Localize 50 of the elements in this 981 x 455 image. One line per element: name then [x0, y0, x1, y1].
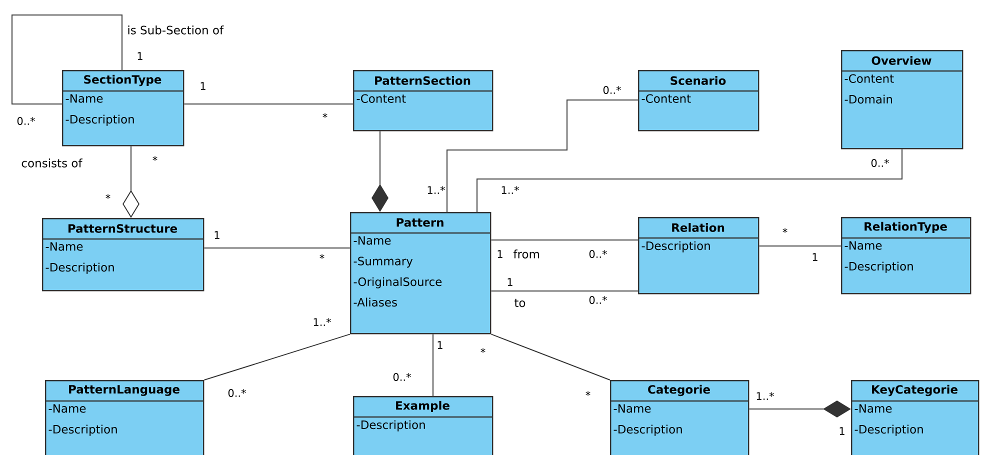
edge-label: to — [513, 298, 527, 308]
multiplicity-label: 0..* — [17, 117, 35, 125]
multiplicity-label: 1 — [498, 250, 502, 258]
multiplicity-label: 0..* — [589, 296, 607, 304]
multiplicity-label: 1..* — [756, 392, 774, 400]
multiplicity-label: * — [152, 156, 158, 161]
multiplicity-label: 1 — [138, 52, 142, 60]
class-box: Overview -Content -Domain — [841, 50, 964, 150]
class-box: Pattern -Name -Summary -OriginalSource -Aliases — [350, 212, 492, 334]
association-line — [490, 290, 638, 292]
edge-label: consists of — [20, 158, 84, 168]
multiplicity-label: 1..* — [502, 186, 519, 194]
multiplicity-label: 1 — [438, 341, 442, 349]
aggregation-line — [122, 146, 140, 218]
multiplicity-label: 1 — [214, 231, 220, 239]
edge-label: is Sub-Section of — [126, 24, 225, 36]
multiplicity-label: 1 — [812, 253, 818, 261]
multiplicity-label: 0..* — [603, 86, 621, 94]
class-box: PatternStructure -Name -Description — [42, 218, 204, 292]
class-box: PatternLanguage -Name -Description — [45, 380, 204, 455]
multiplicity-label: * — [106, 194, 110, 199]
multiplicity-label: * — [782, 228, 788, 233]
association-line — [490, 334, 610, 380]
multiplicity-label: 1 — [508, 278, 512, 286]
class-box: Relation -Description — [638, 217, 760, 294]
class-box: Scenario -Content — [638, 70, 760, 132]
class-box: Example -Description — [353, 396, 494, 455]
class-box: Categorie -Name -Description — [610, 380, 750, 455]
association-line — [432, 334, 434, 396]
composition-line — [372, 130, 388, 212]
association-line — [446, 100, 638, 212]
multiplicity-label: 1..* — [428, 186, 445, 194]
class-box: KeyCategorie -Name -Description — [851, 380, 980, 455]
association-line — [12, 14, 122, 104]
multiplicity-label: 1..* — [314, 318, 331, 326]
class-box: PatternSection -Content — [353, 70, 494, 132]
association-line — [476, 148, 903, 212]
association-line — [204, 334, 350, 380]
multiplicity-label: * — [320, 254, 324, 259]
class-box: RelationType -Name -Description — [841, 217, 972, 294]
multiplicity-label: 0..* — [871, 159, 889, 167]
multiplicity-label: 0..* — [393, 373, 411, 381]
class-box: SectionType -Name -Description — [62, 70, 184, 146]
multiplicity-label: 0..* — [589, 250, 607, 258]
multiplicity-label: * — [586, 391, 590, 396]
multiplicity-label: 1 — [200, 82, 206, 90]
multiplicity-label: * — [480, 348, 486, 353]
multiplicity-label: 0..* — [228, 389, 246, 397]
multiplicity-label: * — [322, 113, 328, 118]
edge-label: from — [512, 248, 541, 260]
